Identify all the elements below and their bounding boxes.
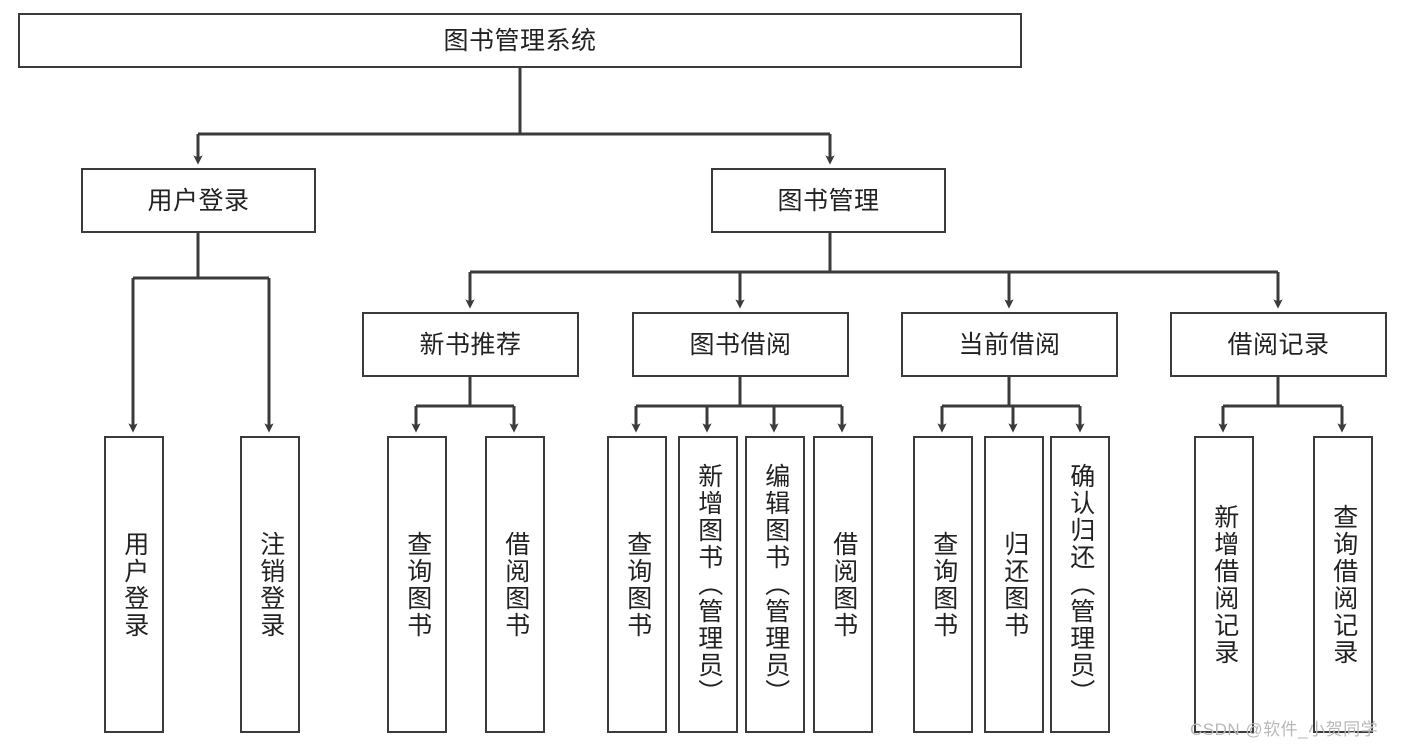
node-label: 图书借阅 <box>689 330 792 359</box>
node-label: 借阅图书 <box>501 530 530 639</box>
leaf-record-add-borrow-record[interactable]: 新增借阅记录 <box>1194 436 1254 733</box>
node-label: 注销登录 <box>256 530 285 639</box>
leaf-recommend-query-book[interactable]: 查询图书 <box>387 436 447 733</box>
node-label: 查询图书 <box>929 530 958 639</box>
node-label: 查询借阅记录 <box>1329 503 1358 666</box>
watermark-text: CSDN @软件_小贺同学 <box>1190 720 1379 739</box>
node-label: 归还图书 <box>1000 530 1029 639</box>
leaf-current-return-book[interactable]: 归还图书 <box>984 436 1044 733</box>
node-label: 新书推荐 <box>419 330 522 359</box>
node-new-book-recommend[interactable]: 新书推荐 <box>362 312 579 377</box>
leaf-borrow-query-book[interactable]: 查询图书 <box>607 436 667 733</box>
node-book-borrow[interactable]: 图书借阅 <box>632 312 849 377</box>
node-label: 当前借阅 <box>958 330 1061 359</box>
leaf-borrow-add-book-admin[interactable]: 新增图书（管理员） <box>678 436 738 733</box>
node-book-management[interactable]: 图书管理 <box>711 168 946 233</box>
leaf-logout[interactable]: 注销登录 <box>240 436 300 733</box>
csdn-watermark: CSDN @软件_小贺同学 <box>1190 715 1378 740</box>
node-label: 确认归还（管理员） <box>1066 463 1095 706</box>
node-user-login[interactable]: 用户登录 <box>81 168 316 233</box>
node-label: 新增图书（管理员） <box>694 463 723 706</box>
leaf-borrow-borrow-book[interactable]: 借阅图书 <box>813 436 873 733</box>
node-label: 图书管理 <box>777 186 880 215</box>
node-label: 用户登录 <box>147 186 250 215</box>
node-label: 查询图书 <box>623 530 652 639</box>
leaf-borrow-edit-book-admin[interactable]: 编辑图书（管理员） <box>745 436 805 733</box>
node-root-book-management-system[interactable]: 图书管理系统 <box>18 13 1022 68</box>
node-label: 图书管理系统 <box>443 26 597 55</box>
leaf-current-confirm-return-admin[interactable]: 确认归还（管理员） <box>1050 436 1110 733</box>
leaf-record-query-borrow-record[interactable]: 查询借阅记录 <box>1313 436 1373 733</box>
node-current-borrow[interactable]: 当前借阅 <box>901 312 1118 377</box>
node-label: 用户登录 <box>120 530 149 639</box>
node-label: 查询图书 <box>403 530 432 639</box>
leaf-current-query-book[interactable]: 查询图书 <box>913 436 973 733</box>
node-label: 借阅图书 <box>829 530 858 639</box>
node-label: 编辑图书（管理员） <box>761 463 790 706</box>
node-label: 新增借阅记录 <box>1210 503 1239 666</box>
node-label: 借阅记录 <box>1227 330 1330 359</box>
leaf-recommend-borrow-book[interactable]: 借阅图书 <box>485 436 545 733</box>
node-borrow-record[interactable]: 借阅记录 <box>1170 312 1387 377</box>
leaf-user-login[interactable]: 用户登录 <box>104 436 164 733</box>
